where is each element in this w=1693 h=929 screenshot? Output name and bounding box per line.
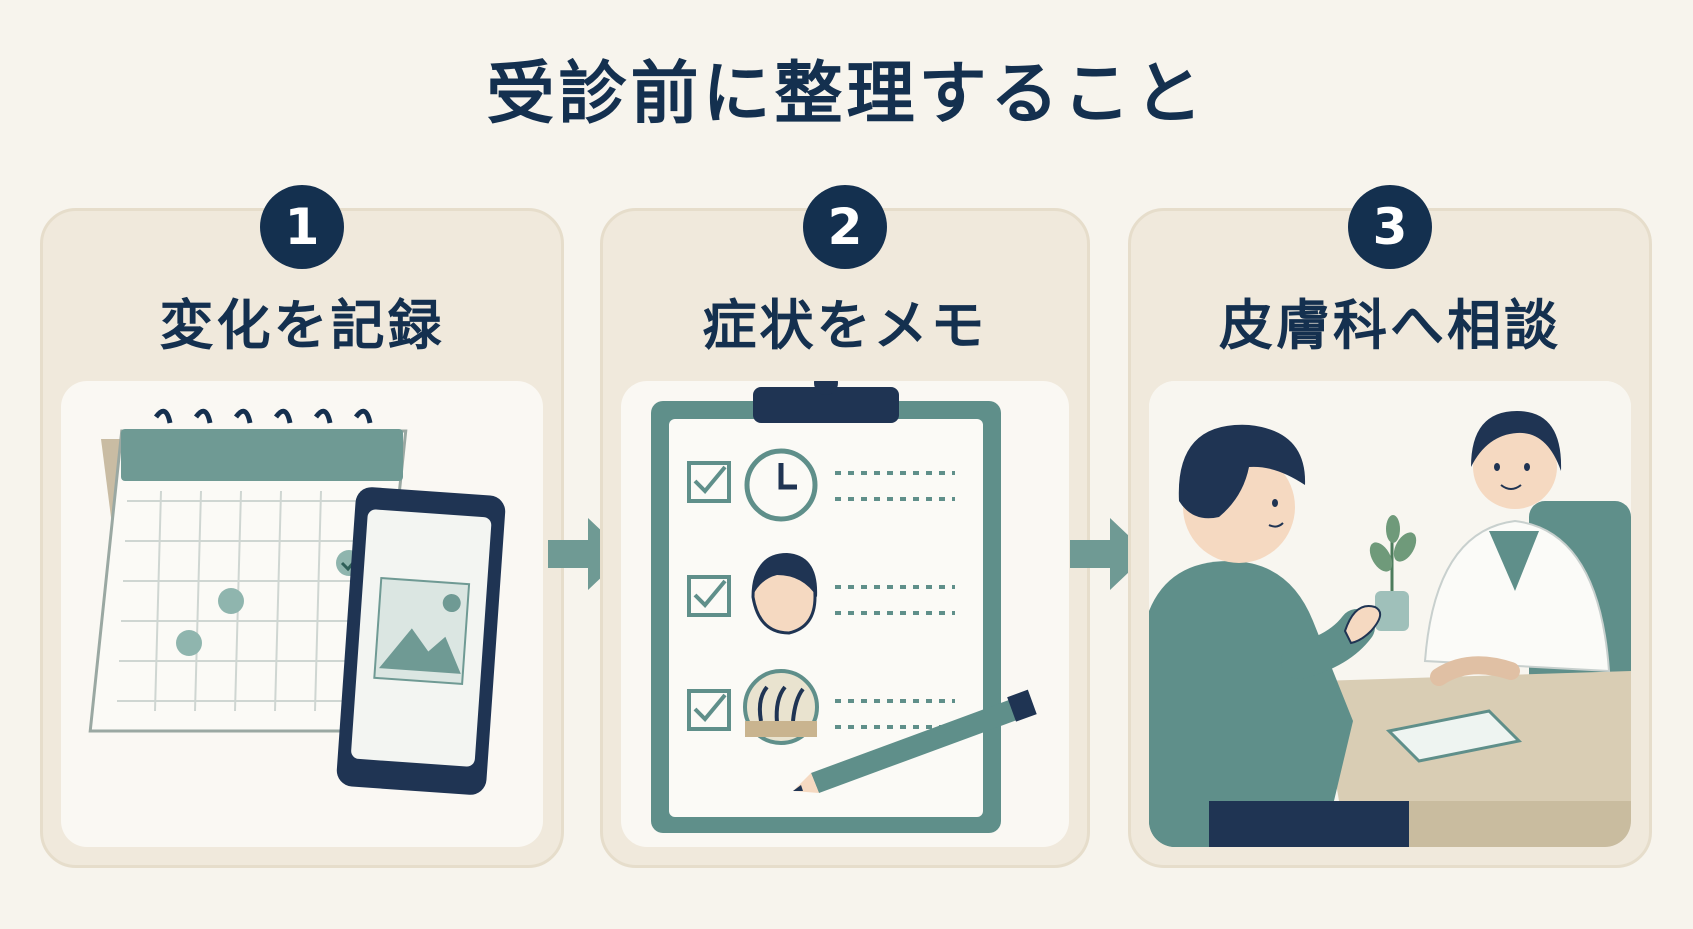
calendar-icon	[88, 408, 408, 733]
step-number-badge: 1	[260, 185, 344, 269]
step-title: 変化を記録	[159, 294, 445, 357]
hair-follicle-icon	[743, 669, 819, 745]
step-number-badge: 3	[1348, 185, 1432, 269]
doctor-illustration	[1423, 411, 1611, 686]
step-title: 症状をメモ	[702, 294, 988, 357]
clipboard-checklist-icon	[651, 381, 1001, 833]
step-illustration	[1149, 381, 1631, 847]
pencil-icon	[793, 689, 1037, 793]
smartphone-photo-icon	[336, 487, 506, 795]
step-illustration	[621, 381, 1069, 847]
plant-icon	[1369, 515, 1417, 631]
step-card-3: 3 皮膚科へ相談	[1128, 185, 1652, 868]
step-illustration	[61, 381, 543, 847]
step-card-1: 1 変化を記録	[40, 185, 564, 868]
page-title: 受診前に整理すること	[486, 55, 1207, 134]
face-icon	[751, 553, 818, 635]
patient-illustration	[1149, 424, 1409, 847]
step-title: 皮膚科へ相談	[1219, 294, 1561, 357]
step-number-badge: 2	[803, 185, 887, 269]
clock-icon	[744, 448, 818, 522]
step-card-2: 2 症状をメモ	[600, 185, 1090, 868]
